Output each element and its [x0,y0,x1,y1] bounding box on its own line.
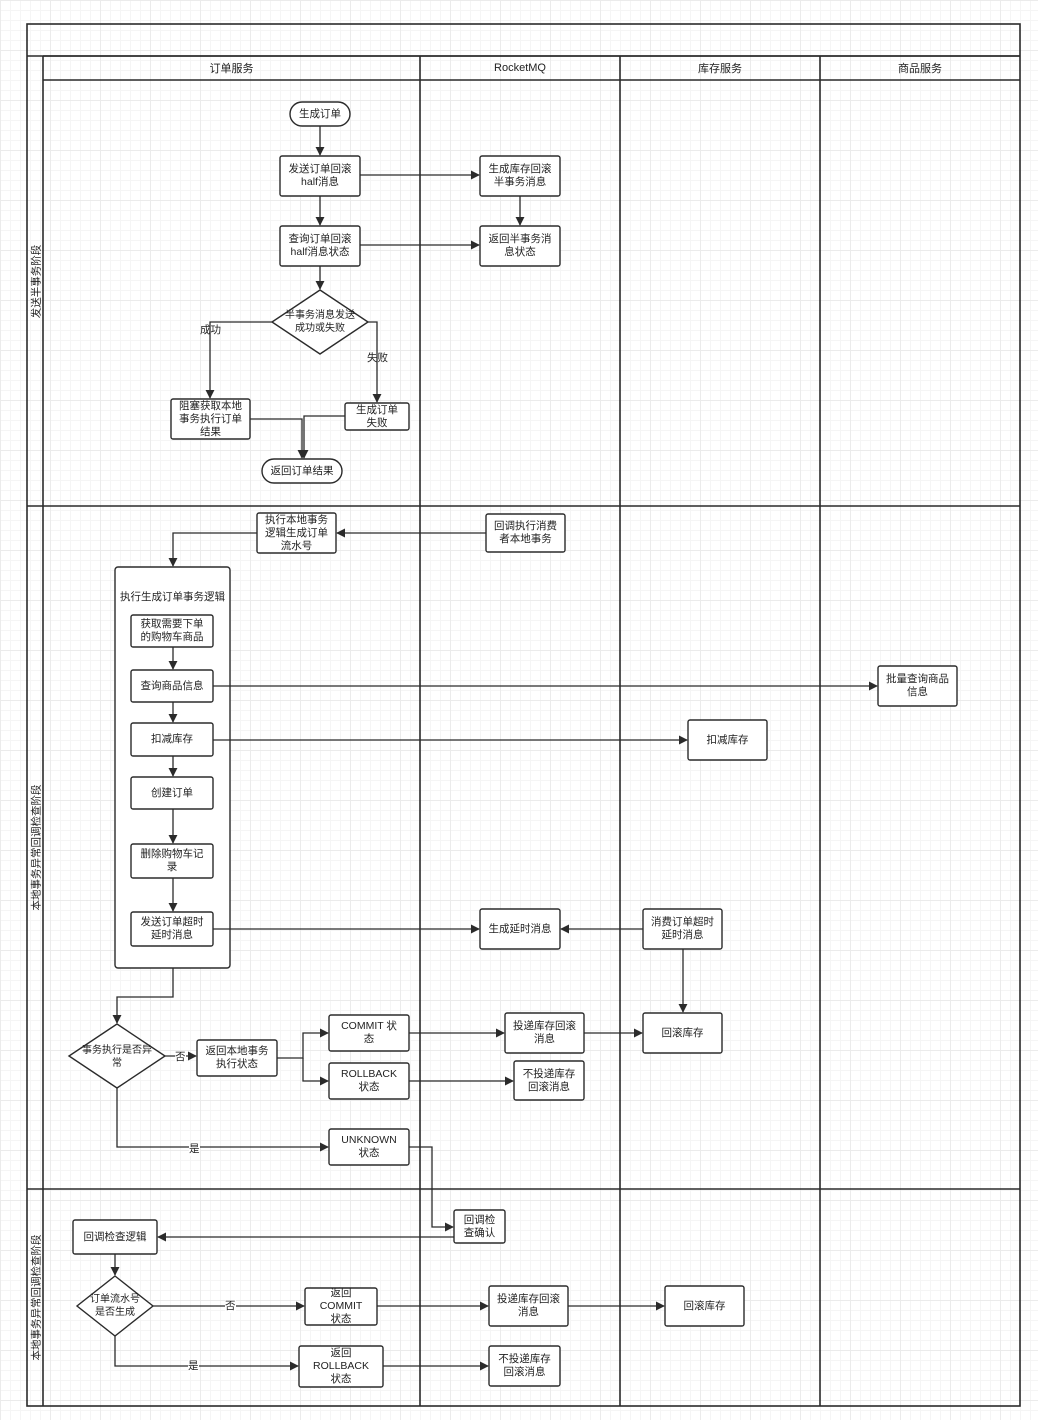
lane-header-rocketmq: RocketMQ [494,62,546,74]
create-order-label: 创建订单 [151,786,193,799]
stock-consume-label: 消费订单超时 延时消息 [651,916,714,941]
phase-header-callback-check: 本地事务异常回调检查阶段 [28,1189,43,1406]
stock-rollback-box-2[interactable] [664,1285,745,1327]
edge-exec-to-group [168,532,257,567]
mq-no-deliver-2-label: 不投递库存 回滚消息 [498,1353,551,1378]
group-title: 执行生成订单事务逻辑 [120,591,225,603]
mq-gen-delay-label: 生成延时消息 [488,922,552,935]
stock-rollback-2-label: 回滚库存 [683,1299,726,1312]
rollback-state-label: ROLLBACK 状态 [340,1068,398,1093]
stock-rollback-label: 回滚库存 [661,1026,704,1039]
ret-commit-label: 返回 COMMIT 状态 [319,1287,363,1325]
stock-deduct-box[interactable] [687,719,768,761]
mq-deliver-2-label: 投递库存回滚 消息 [497,1293,560,1318]
edge-label-fail: 失败 [367,352,388,364]
lane-header-order: 订单服务 [209,63,254,75]
mq-return-half-label: 返回半事务消 息状态 [488,233,552,258]
return-result-label: 返回订单结果 [270,464,334,477]
edge-label-yes-1: 是 [189,1143,200,1156]
edge-group-to-decision [112,968,174,1024]
phase-header-send-half: 发送半事务阶段 [28,56,43,506]
decision-half-label: 半事务消息发送 成功或失败 [285,310,355,334]
edge-label-no-1: 否 [175,1051,186,1064]
edge-fail-to-return [299,415,345,459]
phase-header-local-exception: 本地事务异常回调检查阶段 [28,506,43,1189]
edge-return-to-commit [277,1028,329,1059]
start-label: 生成订单 [299,107,341,120]
query-goods-label: 查询商品信息 [140,679,204,692]
mq-deliver-label: 投递库存回滚 消息 [513,1020,576,1045]
edge-decision-success [205,321,272,399]
mq-check-confirm-box[interactable] [453,1209,506,1244]
edge-decision-yes [116,1088,329,1152]
send-delay-label: 发送订单超时 延时消息 [140,916,204,941]
mq-check-label: 回调检 查确认 [463,1213,496,1239]
lane-header-goods: 商品服务 [898,63,942,75]
unknown-state-label: UNKNOWN 状态 [341,1134,397,1159]
mq-return-half-status-box[interactable] [479,225,561,267]
check-logic-label: 回调检查逻辑 [83,1230,147,1243]
edge-label-success: 成功 [200,324,221,336]
edge-unknown-to-check [409,1146,454,1232]
decision-exc-label: 事务执行是否异 常 [82,1045,152,1069]
mq-no-deliver-box[interactable] [513,1060,585,1101]
mq-gen-half-label: 生成库存回滚 半事务消息 [488,163,552,188]
edge-serial-yes [114,1336,299,1371]
lane-header-stock: 库存服务 [698,63,742,75]
return-order-result-terminator[interactable] [261,458,343,484]
phase-label: 发送半事务阶段 [30,244,42,318]
phase-label: 本地事务异常回调检查阶段 [30,784,42,911]
gen-fail-label: 生成订单 失败 [356,403,398,429]
stock-deduct-label: 扣减库存 [706,733,749,746]
edge-return-to-rollback [302,1058,329,1086]
mq-callback-label: 回调执行消费 者本地事务 [494,520,557,545]
edge-label-yes-2: 是 [188,1360,199,1373]
decision-serial-label: 订单流水号 是否生成 [90,1294,140,1318]
swimlane-pool [26,23,1021,1407]
goods-batch-label: 批量查询商品 信息 [886,673,949,698]
phase-label: 本地事务异常回调检查阶段 [30,1234,42,1361]
half-message-decision[interactable] [270,289,370,355]
edge-block-to-return [250,418,307,459]
query-half-label: 查询订单回滚 half消息状态 [288,233,352,258]
delete-cart-label: 删除购物车记 录 [140,848,204,873]
ret-rollback-label: 返回 ROLLBACK 状态 [312,1347,370,1385]
get-cart-label: 获取需要下单 的购物车商品 [140,618,204,643]
edge-label-no-2: 否 [225,1300,236,1313]
mq-no-deliver-box-2[interactable] [488,1345,561,1387]
get-cart-items-box[interactable] [130,614,214,648]
goods-batch-query-box[interactable] [877,665,958,707]
return-local-label: 返回本地事务 执行状态 [205,1045,269,1070]
mq-no-deliver-label: 不投递库存 回滚消息 [522,1067,576,1093]
create-order-box[interactable] [130,776,214,810]
block-get-label: 阻塞获取本地 事务执行订单 结果 [179,399,242,438]
send-half-label: 发送订单回滚 half消息 [288,163,352,188]
commit-state-label: COMMIT 状 态 [341,1020,397,1045]
edge-decision-fail [368,321,382,403]
delete-cart-box[interactable] [130,843,214,879]
deduct-label: 扣减库存 [151,733,193,745]
stock-rollback-box[interactable] [642,1012,723,1054]
exec-local-label: 执行本地事务 逻辑生成订单 流水号 [265,513,328,552]
mq-generate-delay-box[interactable] [479,908,561,950]
